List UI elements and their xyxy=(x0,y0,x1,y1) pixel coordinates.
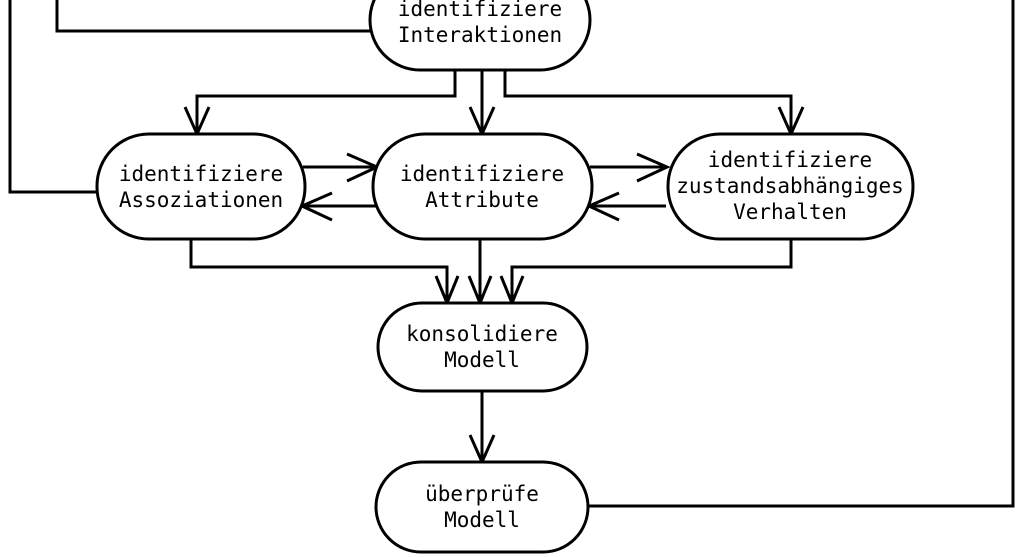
edge-incoming-top-left-to-assoziationen xyxy=(8,0,99,194)
node-shape-layer xyxy=(95,0,915,554)
node-shape-konsolidiere[interactable] xyxy=(376,301,589,393)
node-shape-interaktionen[interactable] xyxy=(368,0,592,72)
edge-interaktionen-to-verhalten xyxy=(503,70,793,133)
node-shape-assoziationen[interactable] xyxy=(95,132,307,241)
node-shape-verhalten[interactable] xyxy=(666,132,915,241)
edge-interaktionen-feedback-left xyxy=(55,0,370,33)
edge-layer xyxy=(8,0,1015,508)
node-shape-attribute[interactable] xyxy=(371,132,594,241)
edge-ueberpruefe-feedback-right xyxy=(588,0,1015,508)
edge-verhalten-to-konsolidiere xyxy=(510,238,793,302)
node-shape-ueberpruefe[interactable] xyxy=(374,460,590,554)
arrowhead-attribute-to-verhalten xyxy=(636,152,671,183)
edge-assoziationen-to-konsolidiere xyxy=(189,234,449,302)
edge-interaktionen-to-assoziationen xyxy=(195,70,457,133)
